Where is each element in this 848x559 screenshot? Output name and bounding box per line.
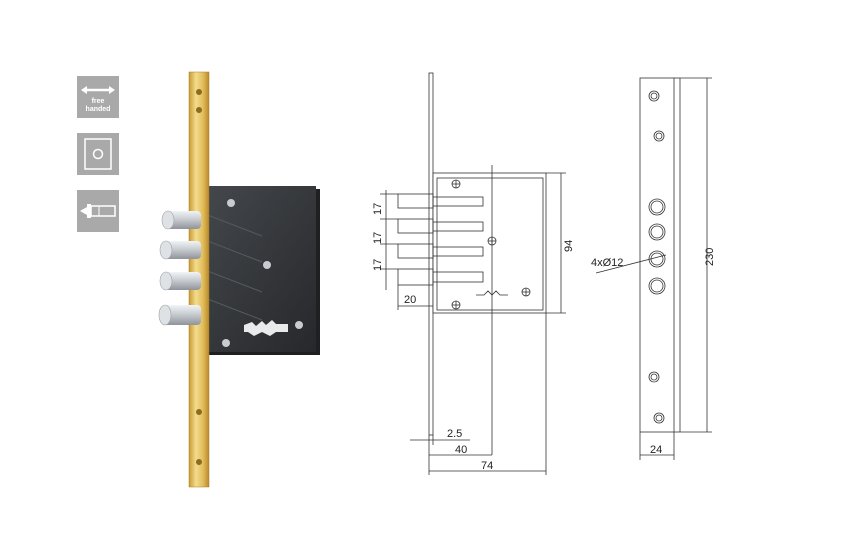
front-view-drawing: [595, 77, 712, 460]
bolt-4: [161, 305, 201, 325]
side-bolt-4: [397, 268, 434, 286]
dim-length: 230: [704, 248, 716, 266]
side-bolt-1: [397, 193, 434, 209]
free-handed-label-1: free: [91, 98, 105, 105]
holes-leader-line: [595, 254, 667, 274]
dim-bolt-spacing-3: 17: [372, 259, 384, 271]
case-screw-middle: [263, 261, 271, 269]
side-faceplate: [428, 72, 434, 436]
lock-photo: [158, 71, 320, 488]
dim-depth: 74: [481, 460, 493, 472]
dim-throw: 20: [404, 294, 416, 306]
dim-faceplate-thickness: 2.5: [447, 428, 462, 440]
free-handed-label-2: handed: [85, 106, 111, 113]
lock-case-lines: [204, 213, 263, 321]
case-screw-top: [227, 199, 235, 207]
case-screw-right: [295, 321, 303, 329]
side-case-inner: [436, 177, 544, 311]
bolt-cylinder-icon: [80, 204, 116, 218]
dim-case-height: 94: [563, 240, 575, 252]
faceplate-badge: [77, 133, 119, 175]
keyhole: [244, 320, 288, 336]
bolt-badge: [77, 190, 119, 232]
bolt-3: [163, 272, 201, 290]
case-screw-bottom: [222, 339, 230, 347]
bolt-2: [163, 241, 201, 259]
dim-holes: 4xØ12: [591, 257, 623, 269]
dim-width: 24: [650, 444, 662, 456]
bolts: [158, 210, 201, 326]
side-bolt-2: [397, 218, 434, 234]
side-case: [432, 172, 547, 314]
dim-bolt-spacing-2: 17: [372, 232, 384, 244]
side-view-drawing: [380, 72, 566, 475]
faceplate-screws: [196, 89, 202, 465]
square-faceplate-icon: [84, 138, 112, 170]
bolt-1: [165, 211, 201, 229]
dim-backset: 40: [455, 444, 467, 456]
free-handed-badge: free handed: [77, 76, 119, 118]
dim-bolt-spacing-1: 17: [372, 203, 384, 215]
double-arrow-icon: [81, 86, 115, 94]
side-bolt-3: [397, 243, 434, 259]
